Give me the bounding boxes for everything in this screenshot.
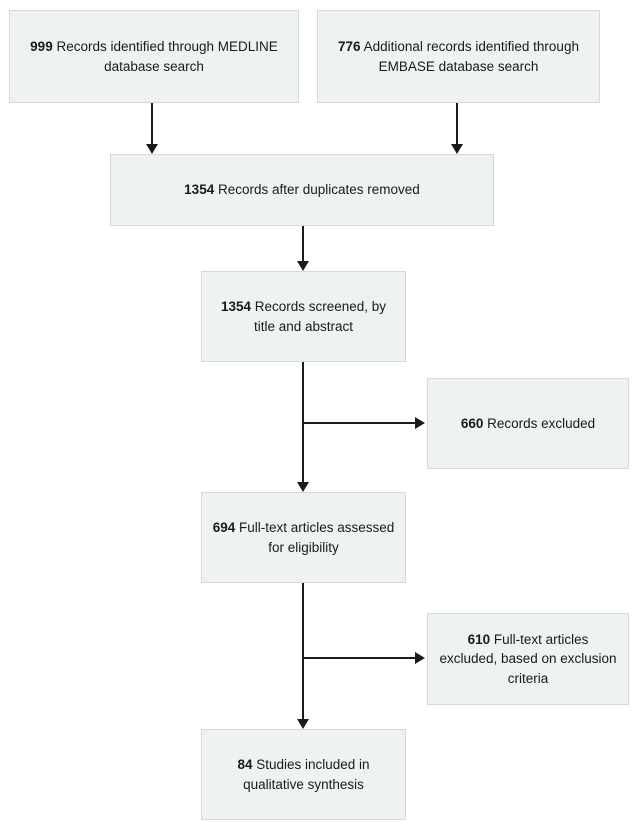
arrow-down-icon-medline-to-duplicates [146,144,158,154]
box-fulltext-excluded-label: Full-text articles excluded, based on ex… [439,632,617,686]
box-embase-text: 776 Additional records identified throug… [328,37,589,75]
box-studies-included-qualitative-synthesis: 84 Studies included in qualitative synth… [201,729,406,820]
connector-duplicates-to-screened-line [302,226,304,262]
box-records-excluded: 660 Records excluded [427,378,629,469]
box-records-screened: 1354 Records screened, by title and abst… [201,271,406,362]
box-medline-text: 999 Records identified through MEDLINE d… [20,37,288,75]
connector-eligibility-to-included-line [302,583,304,720]
box-fulltext-excluded-text: 610 Full-text articles excluded, based o… [438,630,618,687]
arrow-down-icon-eligibility-to-included [297,719,309,729]
box-records-excluded-text: 660 Records excluded [438,414,618,433]
connector-screened-to-excluded-line [303,422,415,424]
arrow-down-icon-embase-to-duplicates [451,144,463,154]
box-embase-count: 776 [338,39,361,55]
box-duplicates-text: 1354 Records after duplicates removed [121,180,483,199]
arrow-right-icon-screened-to-excluded [415,417,425,429]
connector-eligibility-to-excluded-line [303,657,415,659]
box-included-count: 84 [237,757,253,773]
box-medline-label: Records identified through MEDLINE datab… [52,39,278,74]
box-fulltext-excluded-count: 610 [467,632,491,648]
arrow-right-icon-eligibility-to-excluded [415,652,425,664]
box-fulltext-assessed-for-eligibility: 694 Full-text articles assessed for elig… [201,492,406,583]
box-fulltext-articles-excluded: 610 Full-text articles excluded, based o… [427,613,629,705]
box-duplicates-label: Records after duplicates removed [214,182,420,198]
box-included-label: Studies included in qualitative synthesi… [243,757,370,792]
box-screened-text: 1354 Records screened, by title and abst… [212,297,395,335]
box-medline-count: 999 [30,39,53,55]
arrow-down-icon-screened-to-eligibility [297,482,309,492]
box-screened-label: Records screened, by title and abstract [250,299,387,334]
box-additional-records-embase: 776 Additional records identified throug… [317,10,600,103]
box-records-excluded-count: 660 [460,415,484,431]
box-embase-label: Additional records identified through EM… [360,39,579,74]
box-records-after-duplicates-removed: 1354 Records after duplicates removed [110,154,494,226]
box-records-excluded-label: Records excluded [483,415,596,431]
connector-embase-to-duplicates-line [456,103,458,145]
box-duplicates-count: 1354 [184,182,215,198]
box-eligibility-text: 694 Full-text articles assessed for elig… [212,518,395,556]
box-eligibility-label: Full-text articles assessed for eligibil… [235,520,395,555]
arrow-down-icon-duplicates-to-screened [297,261,309,271]
box-eligibility-count: 694 [212,520,236,536]
box-screened-count: 1354 [220,299,251,315]
connector-medline-to-duplicates-line [151,103,153,145]
box-records-identified-medline: 999 Records identified through MEDLINE d… [9,10,299,103]
box-included-text: 84 Studies included in qualitative synth… [212,755,395,793]
